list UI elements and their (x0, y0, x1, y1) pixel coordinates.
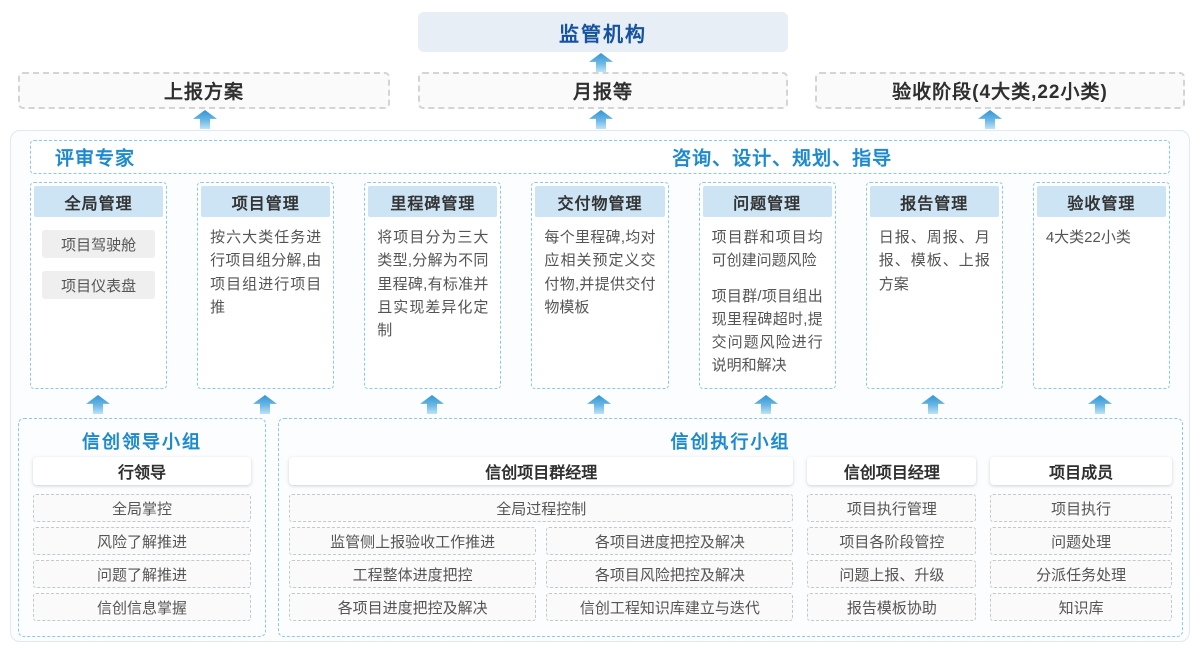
task-item: 全局过程控制 (289, 494, 794, 522)
program-manager-column: 信创项目群经理 全局过程控制 监管侧上报验收工作推进 各项目进度把控及解决 工程… (289, 457, 794, 626)
task-item: 全局掌控 (33, 494, 251, 522)
arrow-up-to-monthly (589, 110, 613, 129)
task-item: 项目各阶段管控 (807, 527, 977, 555)
task-item: 监管侧上报验收工作推进 (289, 527, 537, 555)
column-deliverable-management: 交付物管理 每个里程碑,均对应相关预定义交付物,并提供交付物模板 (531, 182, 669, 389)
column-title: 问题管理 (702, 186, 832, 217)
column-global-management: 全局管理 项目驾驶舱 项目仪表盘 (30, 182, 168, 389)
column-description: 项目群和项目均可创建问题风险 (711, 229, 823, 270)
program-manager-chip: 信创项目群经理 (289, 457, 794, 485)
task-item: 信创工程知识库建立与迭代 (546, 593, 794, 621)
task-item: 各项目进度把控及解决 (546, 527, 794, 555)
column-description: 4大类22小类 (1045, 229, 1131, 246)
report-acceptance-box: 验收阶段(4大类,22小类) (815, 72, 1185, 109)
task-item: 报告模板协助 (807, 593, 977, 621)
project-manager-chip: 信创项目经理 (807, 457, 977, 485)
project-member-column: 项目成员 项目执行 问题处理 分派任务处理 知识库 (990, 457, 1172, 626)
project-member-chip: 项目成员 (990, 457, 1172, 485)
task-item: 问题处理 (990, 527, 1172, 555)
regulator-box: 监管机构 (418, 12, 788, 52)
cockpit-chip: 项目驾驶舱 (42, 230, 156, 258)
task-item: 问题上报、升级 (807, 560, 977, 588)
task-item: 各项目风险把控及解决 (546, 560, 794, 588)
column-milestone-management: 里程碑管理 将项目分为三大类型,分解为不同里程碑,有标准并且实现差异化定制 (364, 182, 502, 389)
report-monthly-box: 月报等 (418, 72, 788, 109)
arrow-up-to-plan (193, 110, 217, 129)
task-item: 分派任务处理 (990, 560, 1172, 588)
management-columns: 全局管理 项目驾驶舱 项目仪表盘 项目管理 按六大类任务进行项目组分解,由项目组… (30, 182, 1170, 389)
arrow-up-to-regulator (589, 53, 613, 72)
task-item: 项目执行管理 (807, 494, 977, 522)
project-manager-column: 信创项目经理 项目执行管理 项目各阶段管控 问题上报、升级 报告模板协助 (807, 457, 977, 626)
column-title: 交付物管理 (535, 186, 665, 217)
column-title: 验收管理 (1036, 186, 1166, 217)
task-item: 知识库 (990, 593, 1172, 621)
leadership-group-title: 信创领导小组 (82, 432, 202, 452)
column-report-management: 报告管理 日报、周报、月报、模板、上报方案 (865, 182, 1003, 389)
column-description: 日报、周报、月报、模板、上报方案 (878, 229, 990, 293)
task-item: 项目执行 (990, 494, 1172, 522)
column-issue-management: 问题管理 项目群和项目均可创建问题风险 项目群/项目组出现里程碑超时,提交问题风… (698, 182, 836, 389)
experts-label: 评审专家 (55, 148, 136, 170)
task-item: 各项目进度把控及解决 (289, 593, 537, 621)
column-description: 项目群/项目组出现里程碑超时,提交问题风险进行说明和解决 (711, 287, 823, 375)
arrow-up-to-acceptance (978, 110, 1002, 129)
column-project-management: 项目管理 按六大类任务进行项目组分解,由项目组进行项目推 (197, 182, 335, 389)
column-title: 全局管理 (34, 186, 164, 217)
task-item: 信创信息掌握 (33, 593, 251, 621)
task-item: 风险了解推进 (33, 527, 251, 555)
panel-header-row: 评审专家 咨询、设计、规划、指导 (30, 140, 1170, 174)
dashboard-chip: 项目仪表盘 (42, 271, 156, 299)
leadership-group: 信创领导小组 行领导 全局掌控 风险了解推进 问题了解推进 信创信息掌握 (18, 418, 266, 637)
column-title: 里程碑管理 (368, 186, 498, 217)
column-description: 每个里程碑,均对应相关预定义交付物,并提供交付物模板 (544, 229, 656, 316)
column-acceptance-management: 验收管理 4大类22小类 (1032, 182, 1170, 389)
execution-group: 信创执行小组 信创项目群经理 全局过程控制 监管侧上报验收工作推进 各项目进度把… (278, 418, 1183, 637)
column-description: 按六大类任务进行项目组分解,由项目组进行项目推 (210, 229, 322, 316)
column-title: 报告管理 (869, 186, 999, 217)
report-plan-box: 上报方案 (18, 72, 390, 109)
task-item: 问题了解推进 (33, 560, 251, 588)
execution-group-title: 信创执行小组 (670, 432, 791, 452)
consult-label: 咨询、设计、规划、指导 (672, 148, 893, 170)
column-description: 将项目分为三大类型,分解为不同里程碑,有标准并且实现差异化定制 (377, 229, 489, 339)
task-item: 工程整体进度把控 (289, 560, 537, 588)
bank-leader-chip: 行领导 (33, 457, 251, 485)
column-title: 项目管理 (201, 186, 331, 217)
